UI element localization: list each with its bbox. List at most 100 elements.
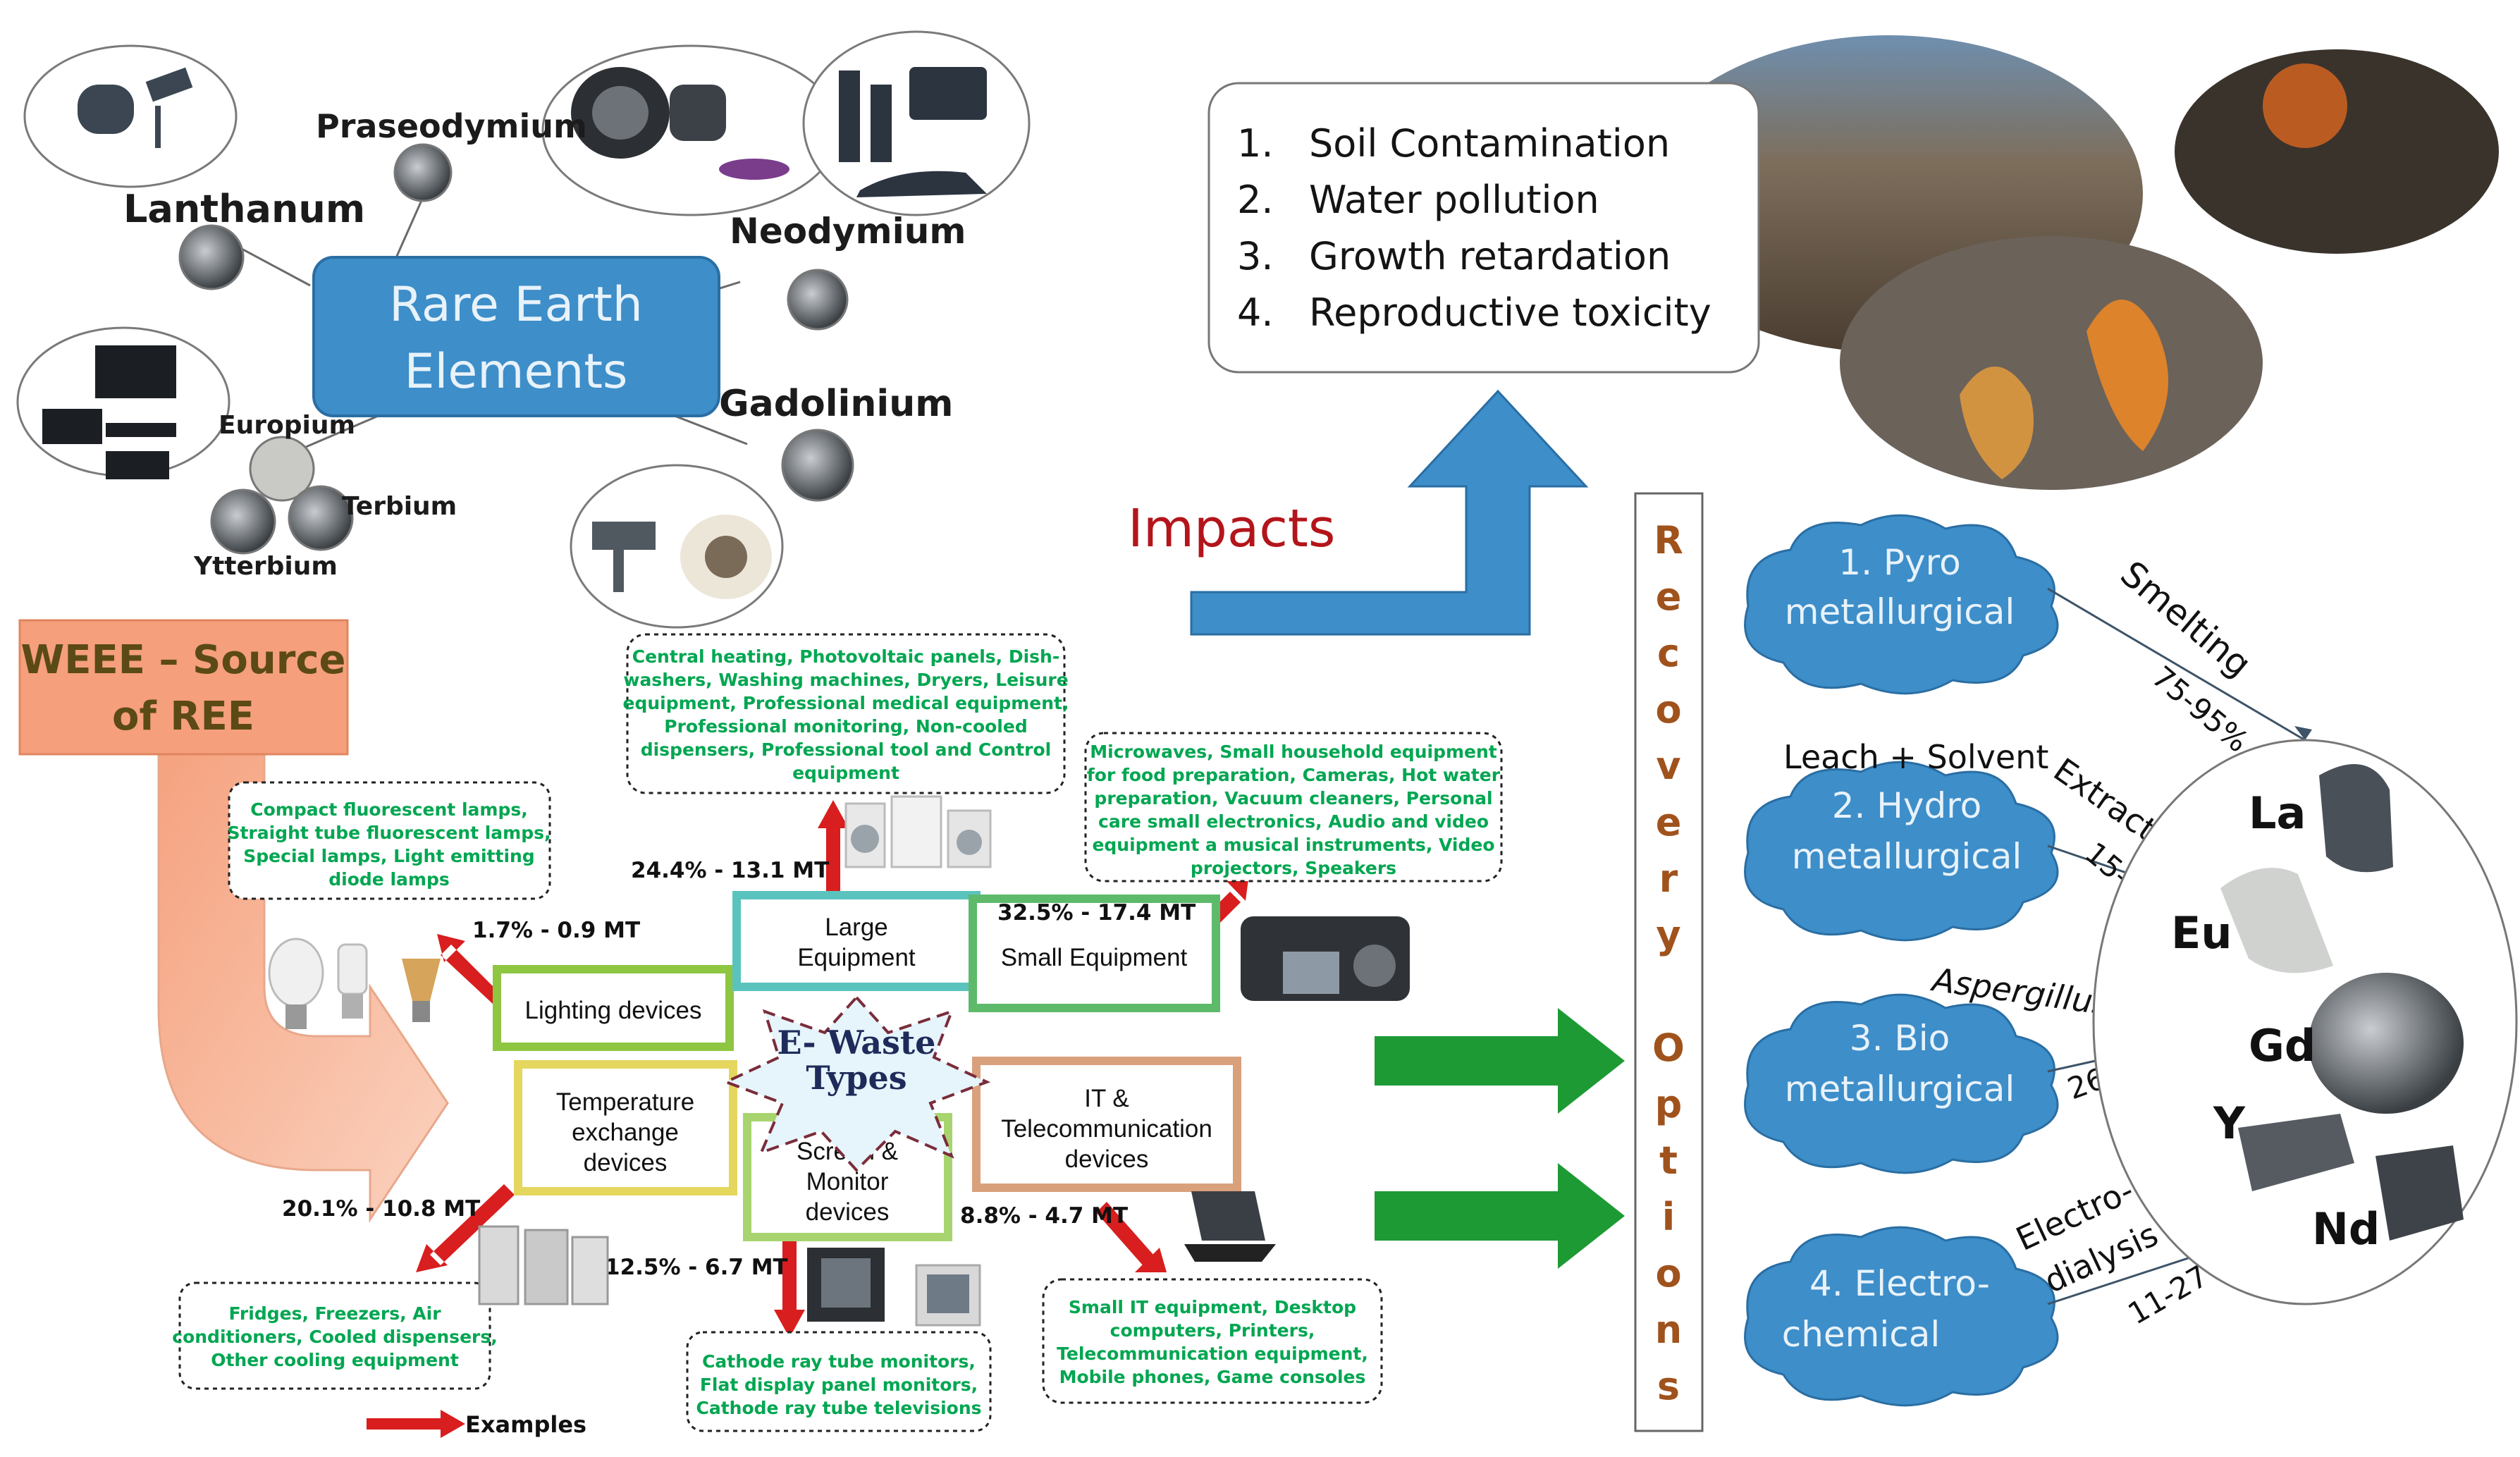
impacts-list-box <box>1207 82 1760 374</box>
impact-number-2: 2. <box>1237 178 1274 222</box>
temperature-label-3: devices <box>584 1149 668 1176</box>
dump-photo-right <box>2175 49 2499 254</box>
arrow-it-examples <box>1096 1202 1167 1272</box>
impact-text-1: Soil Contamination <box>1309 121 1670 166</box>
product-gd: Gd <box>2249 1020 2316 1071</box>
small-example-5: equipment a musical instruments, Video <box>1092 835 1494 855</box>
element-terbium: Terbium <box>342 492 457 521</box>
element-europium: Europium <box>219 411 355 440</box>
rare-earth-title-1: Rare Earth <box>389 277 643 333</box>
weee-title-2: of REE <box>112 694 254 739</box>
electro-label-2: chemical <box>1782 1314 1941 1355</box>
eu-sample-icon <box>2220 868 2333 973</box>
monitor-photo-icon <box>807 1248 981 1327</box>
temperature-stat: 20.1% - 10.8 MT <box>282 1196 480 1222</box>
large-stat: 24.4% - 13.1 MT <box>631 858 829 883</box>
lighting-example-4: diode lamps <box>328 869 449 890</box>
small-example-1: Microwaves, Small household equipment <box>1090 742 1497 762</box>
ewaste-title-2: Types <box>806 1059 906 1097</box>
hydro-label-1: 2. Hydro <box>1832 785 1982 826</box>
praseodymium-mineral-icon <box>393 143 453 202</box>
arrow-screen-examples <box>782 1237 797 1315</box>
temperature-example-2: conditioners, Cooled dispensers, <box>172 1327 497 1347</box>
large-example-4: Professional monitoring, Non-cooled <box>664 716 1027 737</box>
rare-earth-title-2: Elements <box>405 344 628 400</box>
small-example-4: care small electronics, Audio and video <box>1098 811 1489 832</box>
recovery-letter: s <box>1657 1364 1680 1408</box>
it-label-1: IT & <box>1084 1085 1129 1112</box>
large-example-6: equipment <box>792 763 899 783</box>
products-section: La Eu Gd Y Nd <box>2092 739 2518 1305</box>
green-arrow-top <box>1375 1008 1625 1114</box>
laptop-photo-icon <box>1184 1191 1276 1262</box>
rare-earth-box <box>312 256 720 417</box>
recovery-letter: n <box>1655 1308 1682 1352</box>
impacts-arrow <box>1190 389 1589 636</box>
legend-label: Examples <box>465 1411 586 1438</box>
screen-stat: 12.5% - 6.7 MT <box>605 1255 788 1280</box>
pyro-label-1: 1. Pyro <box>1838 542 1960 583</box>
legend-arrow-icon <box>367 1418 444 1430</box>
bio-label-2: metallurgical <box>1785 1069 2015 1109</box>
cloud-electro <box>1744 1226 2059 1407</box>
temperature-example-3: Other cooling equipment <box>211 1350 459 1370</box>
impact-number-1: 1. <box>1237 121 1274 166</box>
element-lanthanum: Lanthanum <box>123 187 365 231</box>
product-nd: Nd <box>2312 1203 2380 1255</box>
lighting-box <box>493 965 734 1051</box>
impact-text-3: Growth retardation <box>1309 234 1671 278</box>
weee-box <box>18 619 349 756</box>
impact-text-4: Reproductive toxicity <box>1309 290 1711 335</box>
recovery-letter: i <box>1662 1195 1676 1239</box>
recovery-letter: p <box>1655 1082 1683 1126</box>
weee-title-1: WEEE – Source <box>21 637 346 683</box>
screen-example-2: Flat display panel monitors, <box>700 1375 978 1395</box>
ytterbium-mineral-icon <box>210 488 276 555</box>
impact-number-3: 3. <box>1237 234 1274 278</box>
ewaste-types-section: Lighting devices Large Equipment Small E… <box>172 633 1503 1438</box>
hydro-label-2: metallurgical <box>1792 836 2022 877</box>
la-sample-icon <box>2319 764 2393 873</box>
arrow-lighting-examples <box>437 934 500 1004</box>
recovery-letter: t <box>1659 1138 1678 1183</box>
element-neodymium: Neodymium <box>730 211 966 252</box>
it-stat: 8.8% - 4.7 MT <box>960 1203 1128 1229</box>
y-sample-icon <box>2238 1114 2354 1191</box>
nd-sample-icon <box>2375 1145 2464 1241</box>
recovery-letter: o <box>1655 687 1681 732</box>
large-box <box>732 891 981 991</box>
it-example-3: Telecommunication equipment, <box>1057 1344 1368 1364</box>
temperature-example-1: Fridges, Freezers, Air <box>228 1303 441 1324</box>
it-label-2: Telecommunication <box>1001 1115 1212 1143</box>
arrow-temperature-examples <box>416 1184 515 1272</box>
small-devices-photo-icon <box>1241 916 1410 1001</box>
it-label-3: devices <box>1065 1145 1149 1173</box>
recovery-letter: R <box>1654 518 1683 562</box>
recovery-options-bar <box>1634 492 1704 1432</box>
element-praseodymium: Praseodymium <box>316 107 587 145</box>
large-label-2: Equipment <box>797 944 916 971</box>
it-example-4: Mobile phones, Game consoles <box>1059 1367 1366 1387</box>
lighting-example-3: Special lamps, Light emitting <box>243 846 534 866</box>
ewaste-star <box>722 995 991 1172</box>
cloud-hydro <box>1744 761 2059 942</box>
it-example-2: computers, Printers, <box>1110 1320 1315 1341</box>
impact-number-4: 4. <box>1237 290 1274 335</box>
recovery-letter: O <box>1652 1026 1685 1070</box>
small-example-3: preparation, Vacuum cleaners, Personal <box>1094 788 1492 809</box>
lighting-example-2: Straight tube fluorescent lamps, <box>227 823 551 843</box>
green-arrow-bottom <box>1375 1163 1625 1269</box>
gd-sample-icon <box>2309 973 2464 1114</box>
recovery-letter: y <box>1656 913 1680 957</box>
rare-earth-cluster: Rare Earth Elements Lanthanum Praseodymi… <box>16 30 1031 629</box>
impacts-section: 1. Soil Contamination 2. Water pollution… <box>1128 35 2499 636</box>
large-example-3: equipment, Professional medical equipmen… <box>623 693 1069 713</box>
lighting-example-1: Compact fluorescent lamps, <box>250 799 527 820</box>
small-examples-box <box>1084 732 1503 883</box>
large-example-1: Central heating, Photovoltaic panels, Di… <box>632 646 1059 667</box>
arrow-large-examples <box>826 825 840 902</box>
small-stat: 32.5% - 17.4 MT <box>997 900 1196 926</box>
recovery-letter: v <box>1656 744 1680 788</box>
large-examples-box <box>626 633 1066 794</box>
